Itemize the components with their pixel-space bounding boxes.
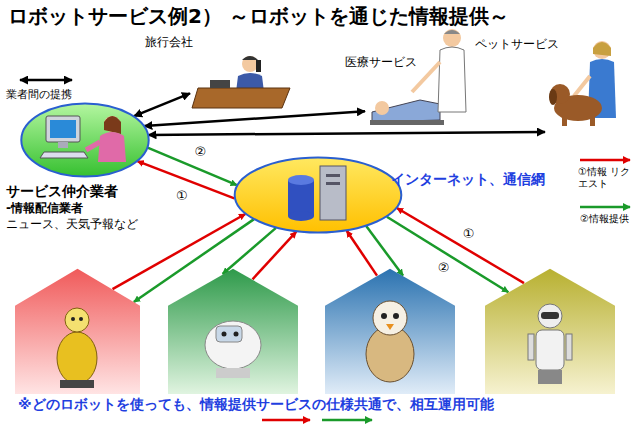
arrow-connector	[366, 226, 403, 276]
callout-number: ②	[193, 145, 207, 159]
ellipse-node: インターネット、通信網	[233, 156, 403, 234]
medical-figure	[370, 29, 466, 125]
picture-node: 医療サービス	[365, 70, 470, 125]
node-heading: サービス仲介業者	[6, 182, 138, 200]
legend-text: ①情報 リクエスト	[578, 166, 634, 190]
note-arrow	[322, 419, 372, 422]
operator-figure	[40, 116, 126, 162]
robot-figure	[366, 301, 414, 382]
arrow-connector	[223, 228, 276, 274]
legend-text: 業者間の提携	[6, 88, 72, 101]
node-caption: ペットサービス	[475, 36, 559, 52]
house-node	[15, 268, 140, 394]
ellipse-shape	[233, 156, 403, 234]
house-node	[485, 268, 615, 394]
arrow-connector	[253, 232, 297, 280]
legend-arrow	[20, 79, 72, 82]
callout-number: ①	[175, 189, 189, 203]
note: ※どのロボットを使っても、情報提供サービスの仕様共通で、相互運用可能	[18, 396, 494, 413]
robot-figure	[528, 304, 572, 384]
house-shape	[325, 268, 455, 394]
pet-service-figure	[549, 41, 616, 126]
callout-number: ①	[462, 227, 476, 241]
callout-number: ②	[437, 261, 451, 275]
title: ロボットサービス例2） ～ロボットを通じた情報提供～	[8, 4, 509, 28]
house-shape	[15, 268, 140, 394]
arrow-connector	[397, 208, 524, 283]
node-heading: 旅行会社	[145, 34, 193, 50]
node-heading: インターネット、通信網	[391, 170, 545, 188]
picture-node: ペットサービス	[545, 40, 628, 132]
robot-figure	[57, 308, 97, 388]
legend-arrow	[580, 159, 630, 162]
node-caption: サービス仲介業者-情報配信業者ニュース、天気予報など	[6, 182, 138, 232]
node-text: ニュース、天気予報など	[6, 216, 138, 232]
legend-text: ②情報提供	[580, 213, 629, 225]
ellipse-shape	[20, 102, 150, 178]
arrow-connector	[144, 111, 365, 126]
node-caption: 旅行会社	[145, 34, 193, 50]
ellipse-node: サービス仲介業者-情報配信業者ニュース、天気予報など	[20, 102, 150, 178]
picture-node: 旅行会社	[190, 50, 292, 112]
legend-arrow	[580, 206, 630, 209]
arrow-connector	[134, 93, 190, 116]
travel-agent-figure	[192, 56, 290, 108]
house-node	[325, 268, 455, 394]
house-node	[168, 268, 298, 394]
note-arrow	[262, 419, 310, 422]
arrow-connector	[148, 132, 545, 135]
house-shape	[168, 268, 298, 394]
house-shape	[485, 268, 615, 394]
node-caption: 医療サービス	[345, 54, 417, 70]
node-heading: 医療サービス	[345, 54, 417, 70]
arrow-connector	[347, 231, 377, 276]
node-text: -情報配信業者	[6, 200, 138, 216]
server-icon	[288, 166, 346, 221]
robot-figure	[205, 321, 261, 378]
node-caption: インターネット、通信網	[391, 170, 545, 188]
arrow-connector	[148, 148, 237, 186]
node-heading: ペットサービス	[475, 36, 559, 52]
